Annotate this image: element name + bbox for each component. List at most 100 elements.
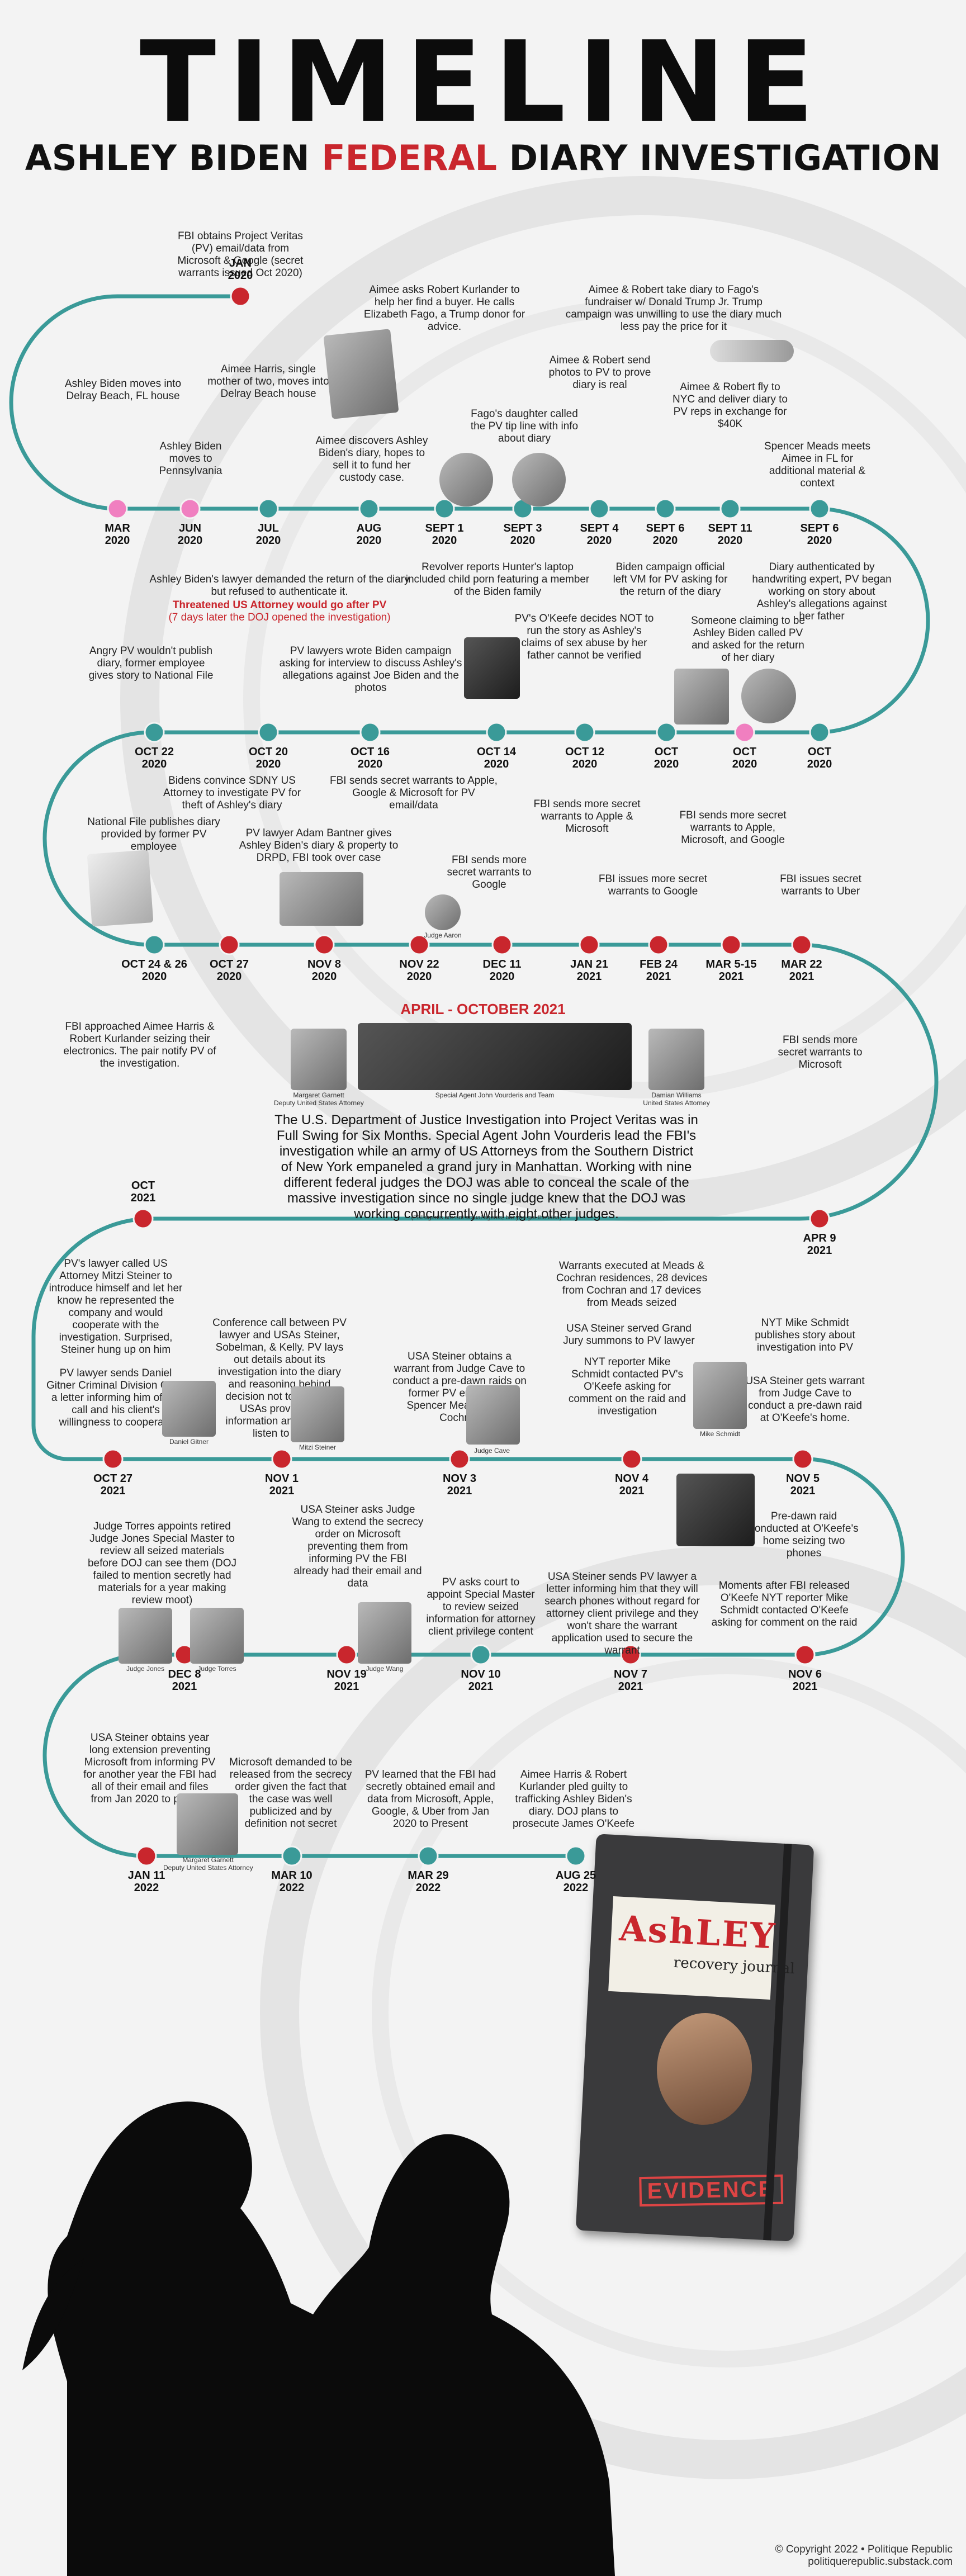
timeline-node-nov7: [620, 1644, 641, 1665]
timeline-node-oct27: [219, 934, 240, 955]
timeline-node-mar29: [418, 1845, 439, 1867]
airplane-photo: [710, 340, 794, 362]
fago-daughter-photo: [512, 453, 566, 506]
timeline-node-aug25: [565, 1845, 586, 1867]
date-label-oct24: OCT 24 & 26 2020: [121, 958, 187, 983]
event-oct-2021: FBI approached Aimee Harris & Robert Kur…: [63, 1021, 216, 1069]
date-label-oct22: OCT 22 2020: [134, 746, 174, 770]
event-sept11-2020: Aimee & Robert fly to NYC and deliver di…: [673, 381, 788, 430]
date-label-oct27: OCT 27 2020: [209, 958, 249, 983]
date-label-nov1: NOV 1 2021: [264, 1472, 299, 1497]
gitner-photo: [162, 1381, 216, 1437]
event-oct27-2021-b: PV lawyer sends Daniel Gitner Criminal D…: [46, 1367, 186, 1428]
steiner-caption: Mitzi Steiner: [299, 1443, 337, 1451]
event-mar29-2022: PV learned that the FBI had secretly obt…: [364, 1769, 496, 1830]
subtitle-pre: ASHLEY BIDEN: [25, 138, 322, 178]
date-label-mar10: MAR 10 2022: [271, 1869, 312, 1894]
date-label-aug: AUG 2020: [356, 522, 382, 547]
williams-caption: Damian Williams United States Attorney: [643, 1091, 710, 1107]
page-title: TIMELINE: [139, 17, 827, 148]
timeline-node-aug: [358, 498, 380, 519]
steiner-photo: [291, 1386, 344, 1442]
date-label-nov6: NOV 6 2021: [788, 1668, 822, 1693]
schmidt-photo: [693, 1362, 747, 1429]
date-label-nov22: NOV 22 2020: [399, 958, 439, 983]
judge-aaron-photo: [425, 894, 461, 930]
timeline-node-oct_a: [656, 722, 677, 743]
torres-photo: [190, 1608, 244, 1664]
warning-text: Threatened US Attorney would go after PV: [172, 599, 387, 611]
timeline-node-nov1: [271, 1448, 292, 1470]
timeline-node-oct20: [258, 722, 279, 743]
date-label-aug25: AUG 25 2022: [555, 1869, 596, 1894]
evidence-stamp: EVIDENCE: [639, 2174, 783, 2207]
national-file-photo: [87, 850, 154, 927]
diary-image: AshLEY recovery journal EVIDENCE: [575, 1834, 815, 2242]
event-sept6-2020-a: Aimee & Robert take diary to Fago's fund…: [565, 284, 782, 333]
event-mar22-2021: FBI issues secret warrants to Uber: [780, 873, 861, 897]
section-heading: APRIL - OCTOBER 2021: [400, 1001, 566, 1017]
date-label-nov7: NOV 7 2021: [613, 1668, 648, 1693]
date-label-sept6b: SEPT 6 2020: [800, 522, 839, 547]
event-mar515-2021: FBI sends more secret warrants to Apple,…: [679, 809, 787, 846]
event-aug25-2022: Aimee Harris & Robert Kurlander pled gui…: [512, 1769, 635, 1830]
date-label-sept4: SEPT 4 2020: [580, 522, 619, 547]
timeline-node-oct12: [574, 722, 595, 743]
date-label-oct21: OCT 2021: [130, 1180, 156, 1204]
date-label-dec8: DEC 8 2021: [168, 1668, 201, 1693]
event-nov6-2021-a: Pre-dawn raid conducted at O'Keefe's hom…: [749, 1510, 859, 1559]
diary-title: AshLEY: [618, 1907, 778, 1957]
agent-caption: Special Agent John Vourderis and Team: [435, 1091, 555, 1099]
event-oct14-2020: Revolver reports Hunter's laptop include…: [405, 561, 590, 598]
timeline-node-mar22: [791, 934, 812, 955]
date-label-mar: MAR 2020: [105, 522, 130, 547]
date-label-mar22: MAR 22 2021: [781, 958, 822, 983]
timeline-node-oct21: [132, 1208, 154, 1229]
event-nov5-2021-b: USA Steiner gets warrant from Judge Cave…: [745, 1375, 865, 1424]
cave-photo: [466, 1385, 520, 1445]
date-label-apr9: APR 9 2021: [803, 1232, 836, 1257]
timeline-node-jul: [258, 498, 279, 519]
fbi-team-photo: [358, 1023, 632, 1090]
timeline-node-sept1: [434, 498, 455, 519]
wang-caption: Judge Wang: [366, 1665, 404, 1673]
gitner-caption: Daniel Gitner: [169, 1438, 209, 1446]
hunter-laptop-photo: [464, 637, 520, 699]
timeline-node-feb24: [648, 934, 669, 955]
timeline-node-sept6b: [809, 498, 830, 519]
raid-photo: [676, 1474, 755, 1546]
event-nov19-2021: USA Steiner asks Judge Wang to extend th…: [292, 1504, 424, 1589]
ashley-photo: [741, 669, 796, 723]
event-nov7-2021: USA Steiner sends PV lawyer a letter inf…: [544, 1571, 700, 1656]
timeline-node-apr9: [809, 1208, 830, 1229]
event-dec11-2020: FBI sends more secret warrants to Google: [447, 854, 532, 891]
subtitle-accent: FEDERAL: [321, 138, 497, 178]
date-label-jan21: JAN 21 2021: [570, 958, 608, 983]
jones-caption: Judge Jones: [126, 1665, 165, 1673]
timeline-node-nov6: [794, 1644, 816, 1665]
event-mar-2020: Ashley Biden moves into Delray Beach, FL…: [64, 378, 182, 402]
event-sept1-2020: Aimee asks Robert Kurlander to help her …: [363, 284, 525, 333]
event-sept3-2020: Fago's daughter called the PV tip line w…: [470, 408, 579, 444]
event-oct24-2020: National File publishes diary provided b…: [87, 816, 220, 853]
date-label-nov10: NOV 10 2021: [461, 1668, 501, 1693]
event-aug-2020: Aimee discovers Ashley Biden's diary, ho…: [315, 435, 428, 484]
date-label-oct12: OCT 12 2020: [565, 746, 605, 770]
garnett2-photo: [177, 1793, 238, 1855]
diary-handover-photo: [280, 872, 363, 926]
garnett-photo: [291, 1029, 347, 1090]
date-label-oct20: OCT 20 2020: [248, 746, 288, 770]
date-label-sept6a: SEPT 6 2020: [646, 522, 685, 547]
date-label-feb24: FEB 24 2021: [640, 958, 678, 983]
jones-photo: [119, 1608, 172, 1664]
torres-caption: Judge Torres: [197, 1665, 236, 1673]
section-note: (FBI agents are not actual agents, but y…: [411, 1214, 562, 1221]
date-label-mar29: MAR 29 2022: [408, 1869, 449, 1894]
silhouette-image: [22, 2101, 615, 2576]
date-label-jun: JUN 2020: [177, 522, 203, 547]
date-label-jan11: JAN 11 2022: [127, 1869, 165, 1894]
date-label-jul: JUL 2020: [255, 522, 281, 547]
event-jan21-2021: FBI sends more secret warrants to Apple …: [533, 798, 641, 835]
event-oct-2020-b: Someone claiming to be Ashley Biden call…: [691, 615, 805, 664]
